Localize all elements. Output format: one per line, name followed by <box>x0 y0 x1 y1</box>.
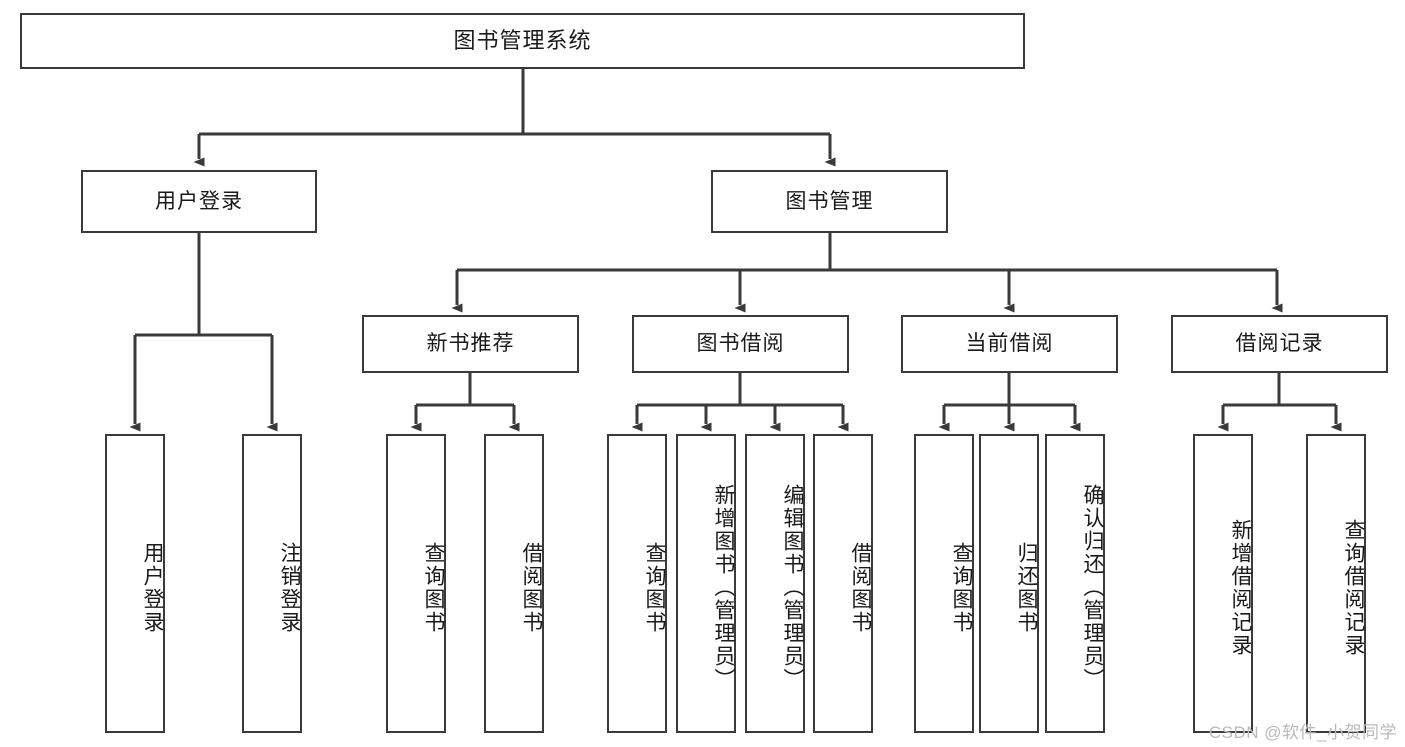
leaf-query-book-3-label: 查询图书 <box>950 541 973 634</box>
leaf-borrow-book-2-label: 借阅图书 <box>849 541 872 634</box>
leaf-query-book-1[interactable]: 查询图书 <box>386 434 446 733</box>
node-borrow-record-label: 借阅记录 <box>1235 332 1324 356</box>
node-user-login-label: 用户登录 <box>155 189 243 213</box>
leaf-add-record[interactable]: 新增借阅记录 <box>1193 434 1253 733</box>
leaf-borrow-book-1[interactable]: 借阅图书 <box>484 434 544 733</box>
node-book-manage[interactable]: 图书管理 <box>711 170 948 233</box>
leaf-confirm-return[interactable]: 确认归还（管理员） <box>1045 434 1105 733</box>
node-book-manage-label: 图书管理 <box>785 189 874 213</box>
leaf-query-record[interactable]: 查询借阅记录 <box>1306 434 1366 733</box>
leaf-query-book-3[interactable]: 查询图书 <box>914 434 974 733</box>
leaf-confirm-return-label: 确认归还（管理员） <box>1081 484 1104 691</box>
node-new-book-recommend-label: 新书推荐 <box>426 332 515 356</box>
leaf-user-login[interactable]: 用户登录 <box>105 434 165 733</box>
leaf-return-book-label: 归还图书 <box>1015 541 1038 634</box>
leaf-borrow-book-2[interactable]: 借阅图书 <box>813 434 873 733</box>
node-root[interactable]: 图书管理系统 <box>20 13 1025 69</box>
node-book-borrow[interactable]: 图书借阅 <box>632 315 849 373</box>
node-user-login[interactable]: 用户登录 <box>81 170 317 233</box>
node-root-label: 图书管理系统 <box>453 27 592 53</box>
leaf-return-book[interactable]: 归还图书 <box>979 434 1039 733</box>
node-book-borrow-label: 图书借阅 <box>696 332 785 356</box>
watermark: CSDN @软件_小贺同学 <box>1208 723 1397 742</box>
leaf-query-record-label: 查询借阅记录 <box>1342 518 1365 657</box>
node-new-book-recommend[interactable]: 新书推荐 <box>362 315 579 373</box>
leaf-logout-login[interactable]: 注销登录 <box>242 434 302 733</box>
leaf-query-book-2-label: 查询图书 <box>643 541 666 634</box>
leaf-edit-book-label: 编辑图书（管理员） <box>781 484 804 691</box>
leaf-add-book[interactable]: 新增图书（管理员） <box>676 434 736 733</box>
node-current-borrow[interactable]: 当前借阅 <box>901 315 1118 373</box>
node-borrow-record[interactable]: 借阅记录 <box>1171 315 1388 373</box>
node-current-borrow-label: 当前借阅 <box>965 332 1054 356</box>
leaf-edit-book[interactable]: 编辑图书（管理员） <box>745 434 805 733</box>
leaf-query-book-2[interactable]: 查询图书 <box>607 434 667 733</box>
leaf-borrow-book-1-label: 借阅图书 <box>520 541 543 634</box>
leaf-query-book-1-label: 查询图书 <box>422 541 445 634</box>
leaf-logout-login-label: 注销登录 <box>278 541 301 634</box>
leaf-add-book-label: 新增图书（管理员） <box>712 484 735 691</box>
leaf-add-record-label: 新增借阅记录 <box>1229 518 1252 657</box>
leaf-user-login-label: 用户登录 <box>141 541 164 634</box>
